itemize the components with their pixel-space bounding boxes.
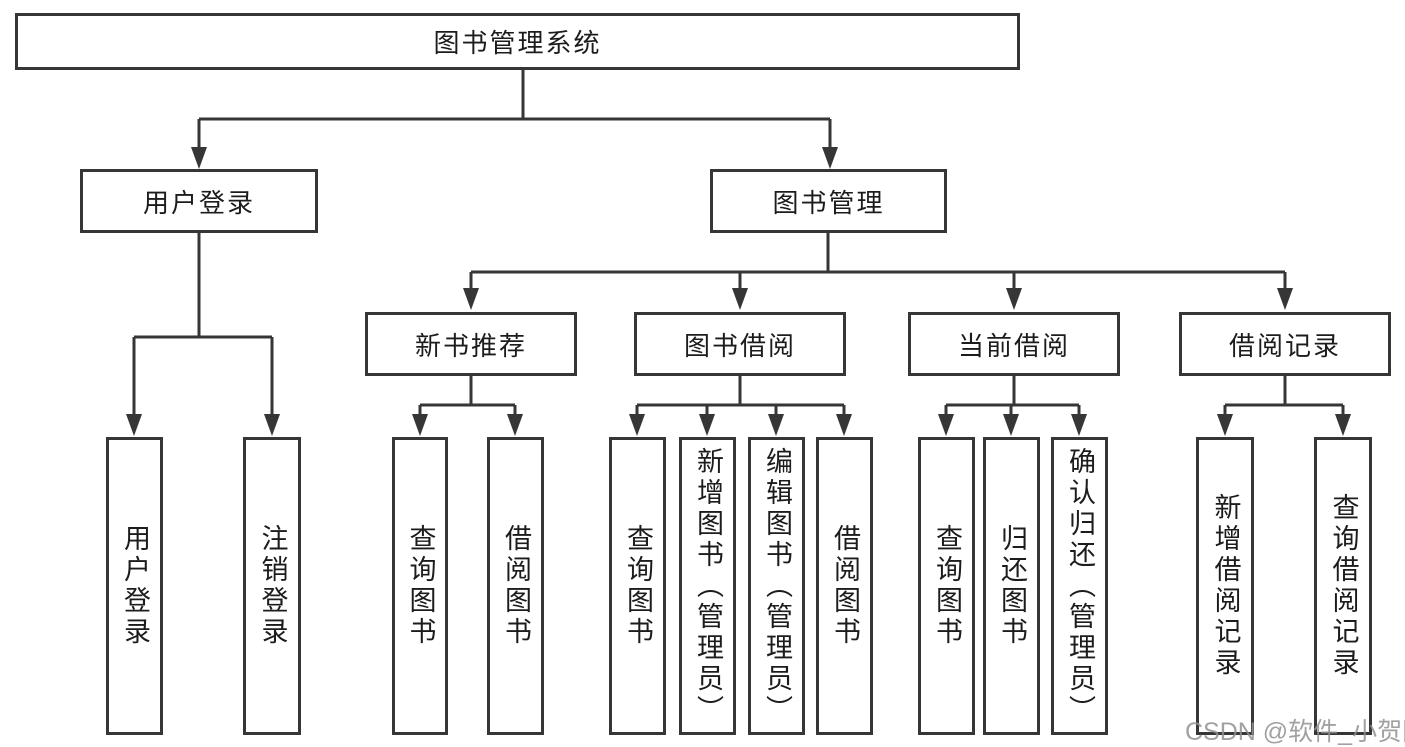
- node-borrow-records: 借阅记录: [1179, 312, 1391, 376]
- node-user-login: 用户登录: [80, 169, 318, 233]
- edges-new-book-recommend: [412, 376, 523, 436]
- leaf-confirm-return-admin: 确认归还（管理员）: [1051, 437, 1108, 735]
- leaf-return-book: 归还图书: [983, 437, 1040, 735]
- leaf-user-login: 用户登录: [106, 437, 163, 735]
- node-current-borrow: 当前借阅: [908, 312, 1120, 376]
- leaf-logout: 注销登录: [243, 437, 301, 735]
- edges-current-borrow: [938, 376, 1087, 436]
- leaf-borrow-book-2: 借阅图书: [816, 437, 873, 735]
- edges-root: [191, 70, 838, 169]
- edges-borrow-records: [1217, 376, 1351, 436]
- edges-book-management: [463, 233, 1293, 310]
- edges-user-login: [126, 233, 280, 436]
- leaf-add-borrow-record: 新增借阅记录: [1196, 437, 1254, 735]
- leaf-add-book-admin: 新增图书（管理员）: [679, 437, 736, 735]
- leaf-borrow-book-1: 借阅图书: [487, 437, 544, 735]
- edges-book-borrow: [629, 376, 852, 436]
- watermark: CSDN @软件_小贺同学: [1185, 718, 1405, 746]
- leaf-query-borrow-record: 查询借阅记录: [1314, 437, 1372, 735]
- node-root: 图书管理系统: [15, 13, 1020, 70]
- leaf-edit-book-admin: 编辑图书（管理员）: [748, 437, 805, 735]
- leaf-query-book-1: 查询图书: [392, 437, 448, 735]
- node-book-management: 图书管理: [710, 169, 947, 233]
- leaf-query-book-2: 查询图书: [609, 437, 666, 735]
- node-book-borrow: 图书借阅: [634, 312, 846, 376]
- leaf-query-book-3: 查询图书: [918, 437, 975, 735]
- node-new-book-recommend: 新书推荐: [365, 312, 577, 376]
